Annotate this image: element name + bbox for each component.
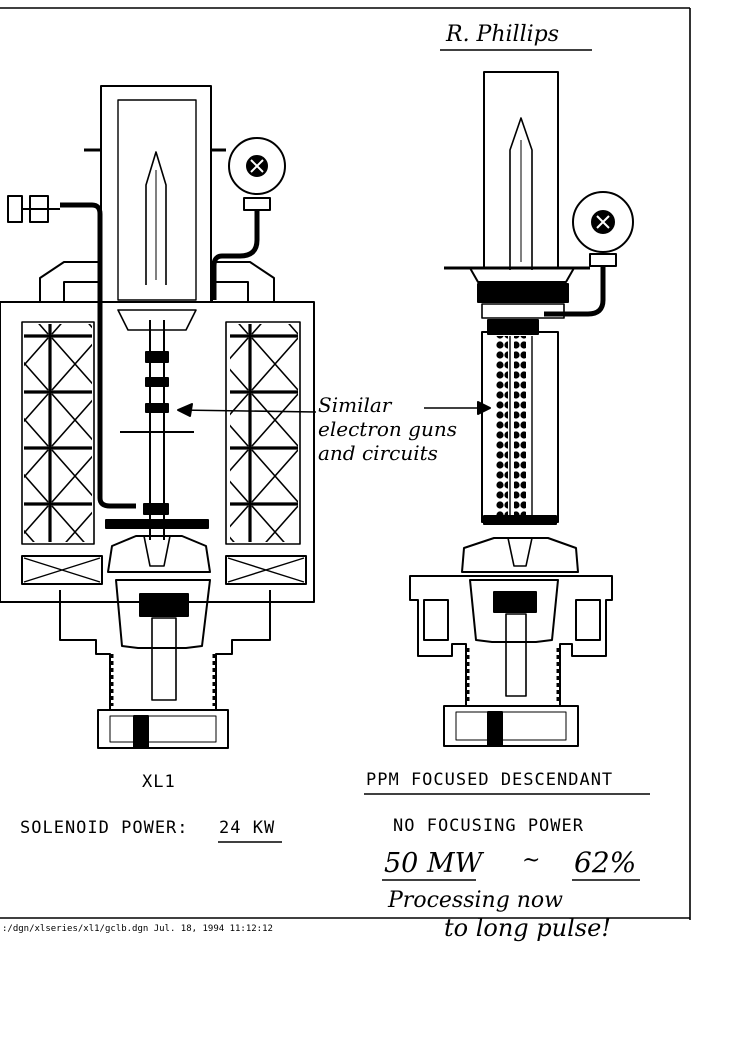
ppm-klystron-drawing — [409, 71, 634, 747]
processing-note-line-2: to long pulse! — [444, 914, 611, 942]
output-power-value: 50 MW — [384, 848, 483, 879]
callout-line-2: electron guns — [318, 417, 457, 441]
callout-line-1: Similar — [318, 393, 392, 417]
xl1-ion-pump-icon — [211, 137, 286, 300]
processing-note-line-1: Processing now — [388, 888, 564, 913]
signature: R. Phillips — [446, 22, 560, 47]
ppm-ion-pump-icon — [544, 191, 634, 317]
no-focusing-power-label: NO FOCUSING POWER — [393, 816, 584, 836]
callout-arrows — [177, 401, 491, 417]
solenoid-power-label: SOLENOID POWER: — [20, 818, 189, 838]
efficiency-value: 62% — [574, 846, 637, 879]
approx-dash: ~ — [522, 848, 541, 873]
solenoid-power-value: 24 KW — [219, 818, 276, 838]
xl1-vacuum-valve-icon — [7, 195, 136, 509]
file-path-footer: :/dgn/xlseries/xl1/gclb.dgn Jul. 18, 199… — [2, 924, 273, 934]
xl1-caption: XL1 — [142, 772, 176, 792]
xl1-klystron-drawing — [0, 85, 315, 749]
ppm-caption: PPM FOCUSED DESCENDANT — [366, 770, 614, 790]
callout-line-3: and circuits — [318, 441, 438, 465]
